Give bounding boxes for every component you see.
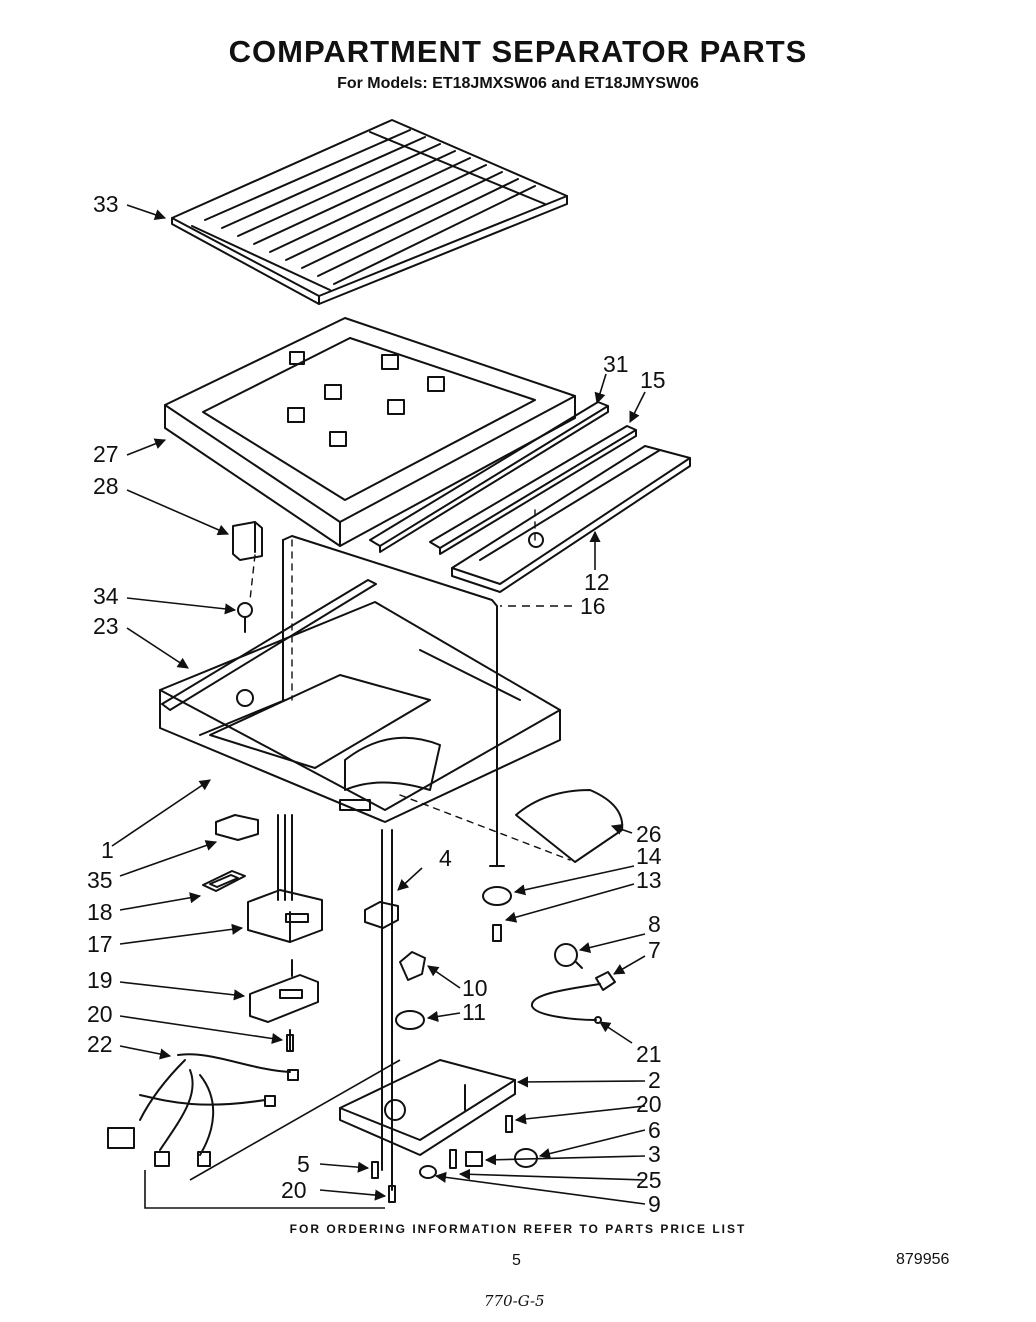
part-26-cover — [515, 789, 624, 863]
callout-25: 25 — [636, 1167, 662, 1193]
callout-17: 17 — [87, 931, 113, 957]
part-35-bracket — [215, 814, 259, 841]
callout-20-c: 20 — [281, 1177, 307, 1203]
part-19-control — [249, 959, 319, 1023]
part-34-clip — [237, 602, 253, 633]
ordering-note: FOR ORDERING INFORMATION REFER TO PARTS … — [289, 1222, 747, 1236]
page-number: 5 — [512, 1252, 521, 1269]
handwritten-note: 770-G-5 — [484, 1292, 545, 1310]
part-8-bulb — [554, 943, 583, 969]
callout-numbers: 33 31 15 27 28 12 34 16 23 1 26 35 4 14 … — [87, 191, 666, 1217]
part-13-plug — [492, 924, 502, 942]
alignment-lines — [249, 503, 571, 861]
part-10-bracket — [399, 951, 426, 981]
model-subtitle: For Models: ET18JMXSW06 and ET18JMYSW06 — [337, 75, 699, 92]
callout-7: 7 — [648, 937, 661, 963]
callout-31: 31 — [603, 351, 629, 377]
callout-9: 9 — [648, 1191, 661, 1217]
callout-35: 35 — [87, 867, 113, 893]
part-12-channel — [451, 445, 691, 593]
callout-26: 26 — [636, 821, 662, 847]
callout-23: 23 — [93, 613, 119, 639]
callout-27: 27 — [93, 441, 119, 467]
callout-4: 4 — [439, 845, 452, 871]
callout-11: 11 — [462, 999, 486, 1025]
part-1-separator-pan — [159, 601, 561, 823]
leader-lines — [111, 204, 646, 1209]
callout-33: 33 — [93, 191, 119, 217]
callout-14: 14 — [636, 843, 662, 869]
callout-19: 19 — [87, 967, 113, 993]
part-33-grille-shelf — [171, 119, 568, 305]
callout-13: 13 — [636, 867, 662, 893]
callout-22: 22 — [87, 1031, 113, 1057]
part-18-gasket — [202, 870, 246, 892]
callout-8: 8 — [648, 911, 661, 937]
part-2-tray — [339, 1059, 516, 1156]
callout-5: 5 — [297, 1151, 310, 1177]
callout-10: 10 — [462, 975, 488, 1001]
part-4-switch — [364, 901, 399, 929]
part-23-rail — [161, 579, 377, 711]
callout-6: 6 — [648, 1117, 661, 1143]
connection-wires — [277, 814, 293, 901]
part-9-grommet — [419, 1165, 437, 1179]
part-25-screw — [449, 1149, 457, 1169]
part-28-block — [232, 521, 263, 561]
page-title: COMPARTMENT SEPARATOR PARTS — [228, 34, 808, 69]
callout-20-b: 20 — [636, 1091, 662, 1117]
callout-3: 3 — [648, 1141, 661, 1167]
part-17-housing — [247, 889, 323, 943]
callout-18: 18 — [87, 899, 113, 925]
callout-16: 16 — [580, 593, 606, 619]
part-27-separator-frame — [164, 317, 576, 547]
callout-1: 1 — [101, 837, 114, 863]
screw-5 — [371, 1161, 379, 1179]
part-11-washer — [395, 1010, 425, 1030]
part-15-rail — [429, 425, 637, 555]
callout-2: 2 — [648, 1067, 661, 1093]
document-number: 879956 — [896, 1251, 950, 1268]
callout-15: 15 — [640, 367, 666, 393]
part-7-socket — [595, 971, 616, 991]
part-21-wire — [531, 983, 602, 1024]
callout-20-a: 20 — [87, 1001, 113, 1027]
part-31-rail — [369, 401, 609, 553]
callout-34: 34 — [93, 583, 119, 609]
screw-20-b — [505, 1115, 513, 1133]
part-22-harness — [107, 1053, 299, 1167]
part-16-rod — [282, 535, 498, 867]
screw-20-c — [388, 1185, 396, 1203]
part-14-grommet — [482, 865, 512, 906]
callout-12: 12 — [584, 569, 610, 595]
part-3-switch — [465, 1151, 483, 1167]
callout-21: 21 — [636, 1041, 662, 1067]
screw-20-a — [286, 1029, 294, 1052]
callout-28: 28 — [93, 473, 119, 499]
